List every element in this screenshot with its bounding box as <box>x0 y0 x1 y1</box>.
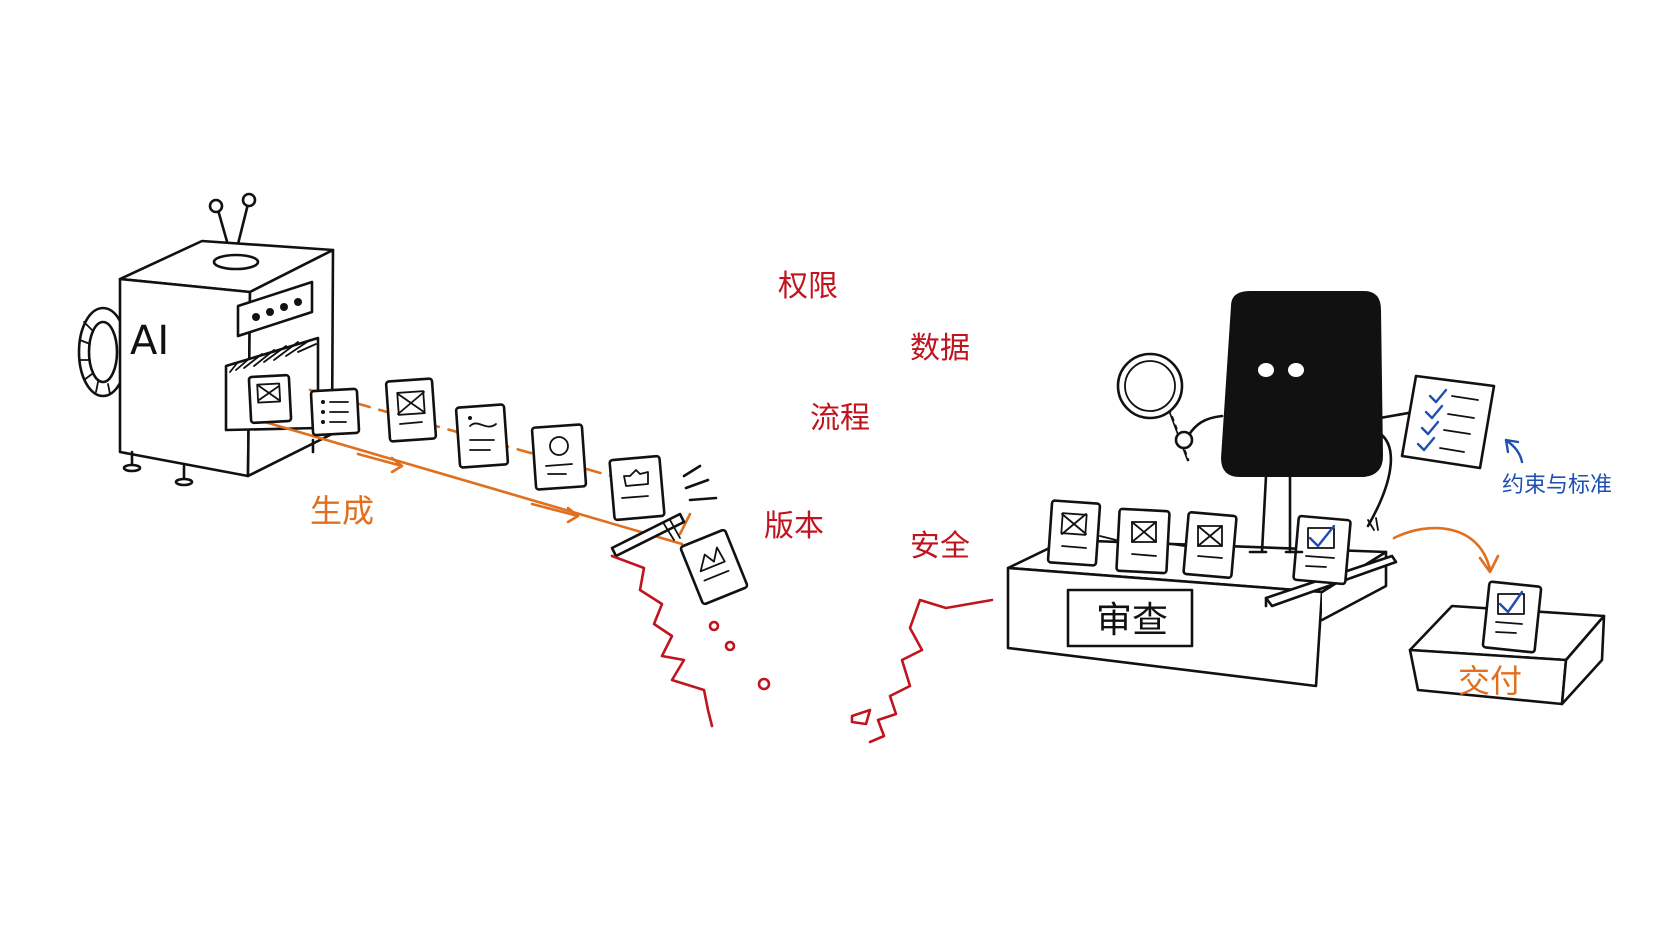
review-label: 审查 <box>1096 600 1168 641</box>
risk-labels: 权限 数据 流程 版本 安全 <box>764 269 970 564</box>
document-icon <box>1292 514 1352 586</box>
document-icon <box>1182 510 1238 580</box>
generate-label: 生成 <box>310 492 374 530</box>
document-icon <box>247 373 293 425</box>
risk-label-security: 安全 <box>910 529 970 564</box>
document-icon <box>454 403 510 469</box>
reviewer-character <box>1186 291 1423 554</box>
delivery: 交付 <box>1392 526 1606 706</box>
checklist-icon <box>1400 374 1496 470</box>
risk-label-permission: 权限 <box>778 269 838 304</box>
machine-label: AI <box>130 318 169 364</box>
risk-label-version: 版本 <box>764 509 824 544</box>
document-icon <box>309 387 361 437</box>
document-icon <box>530 423 588 491</box>
document-icon <box>1481 580 1543 654</box>
risk-label-process: 流程 <box>810 401 870 436</box>
risk-label-data: 数据 <box>910 331 970 366</box>
document-icon <box>679 528 749 606</box>
constraints-label: 约束与标准 <box>1502 473 1612 498</box>
arrow-icon <box>356 452 580 524</box>
crack-icon <box>610 554 994 744</box>
ai-machine: AI <box>77 192 335 487</box>
magnifying-glass-icon <box>1116 352 1194 462</box>
document-icon <box>1115 507 1171 575</box>
document-icon <box>1046 499 1102 567</box>
document-icon <box>608 454 666 522</box>
delivery-label: 交付 <box>1458 662 1522 700</box>
document-icon <box>384 377 438 443</box>
